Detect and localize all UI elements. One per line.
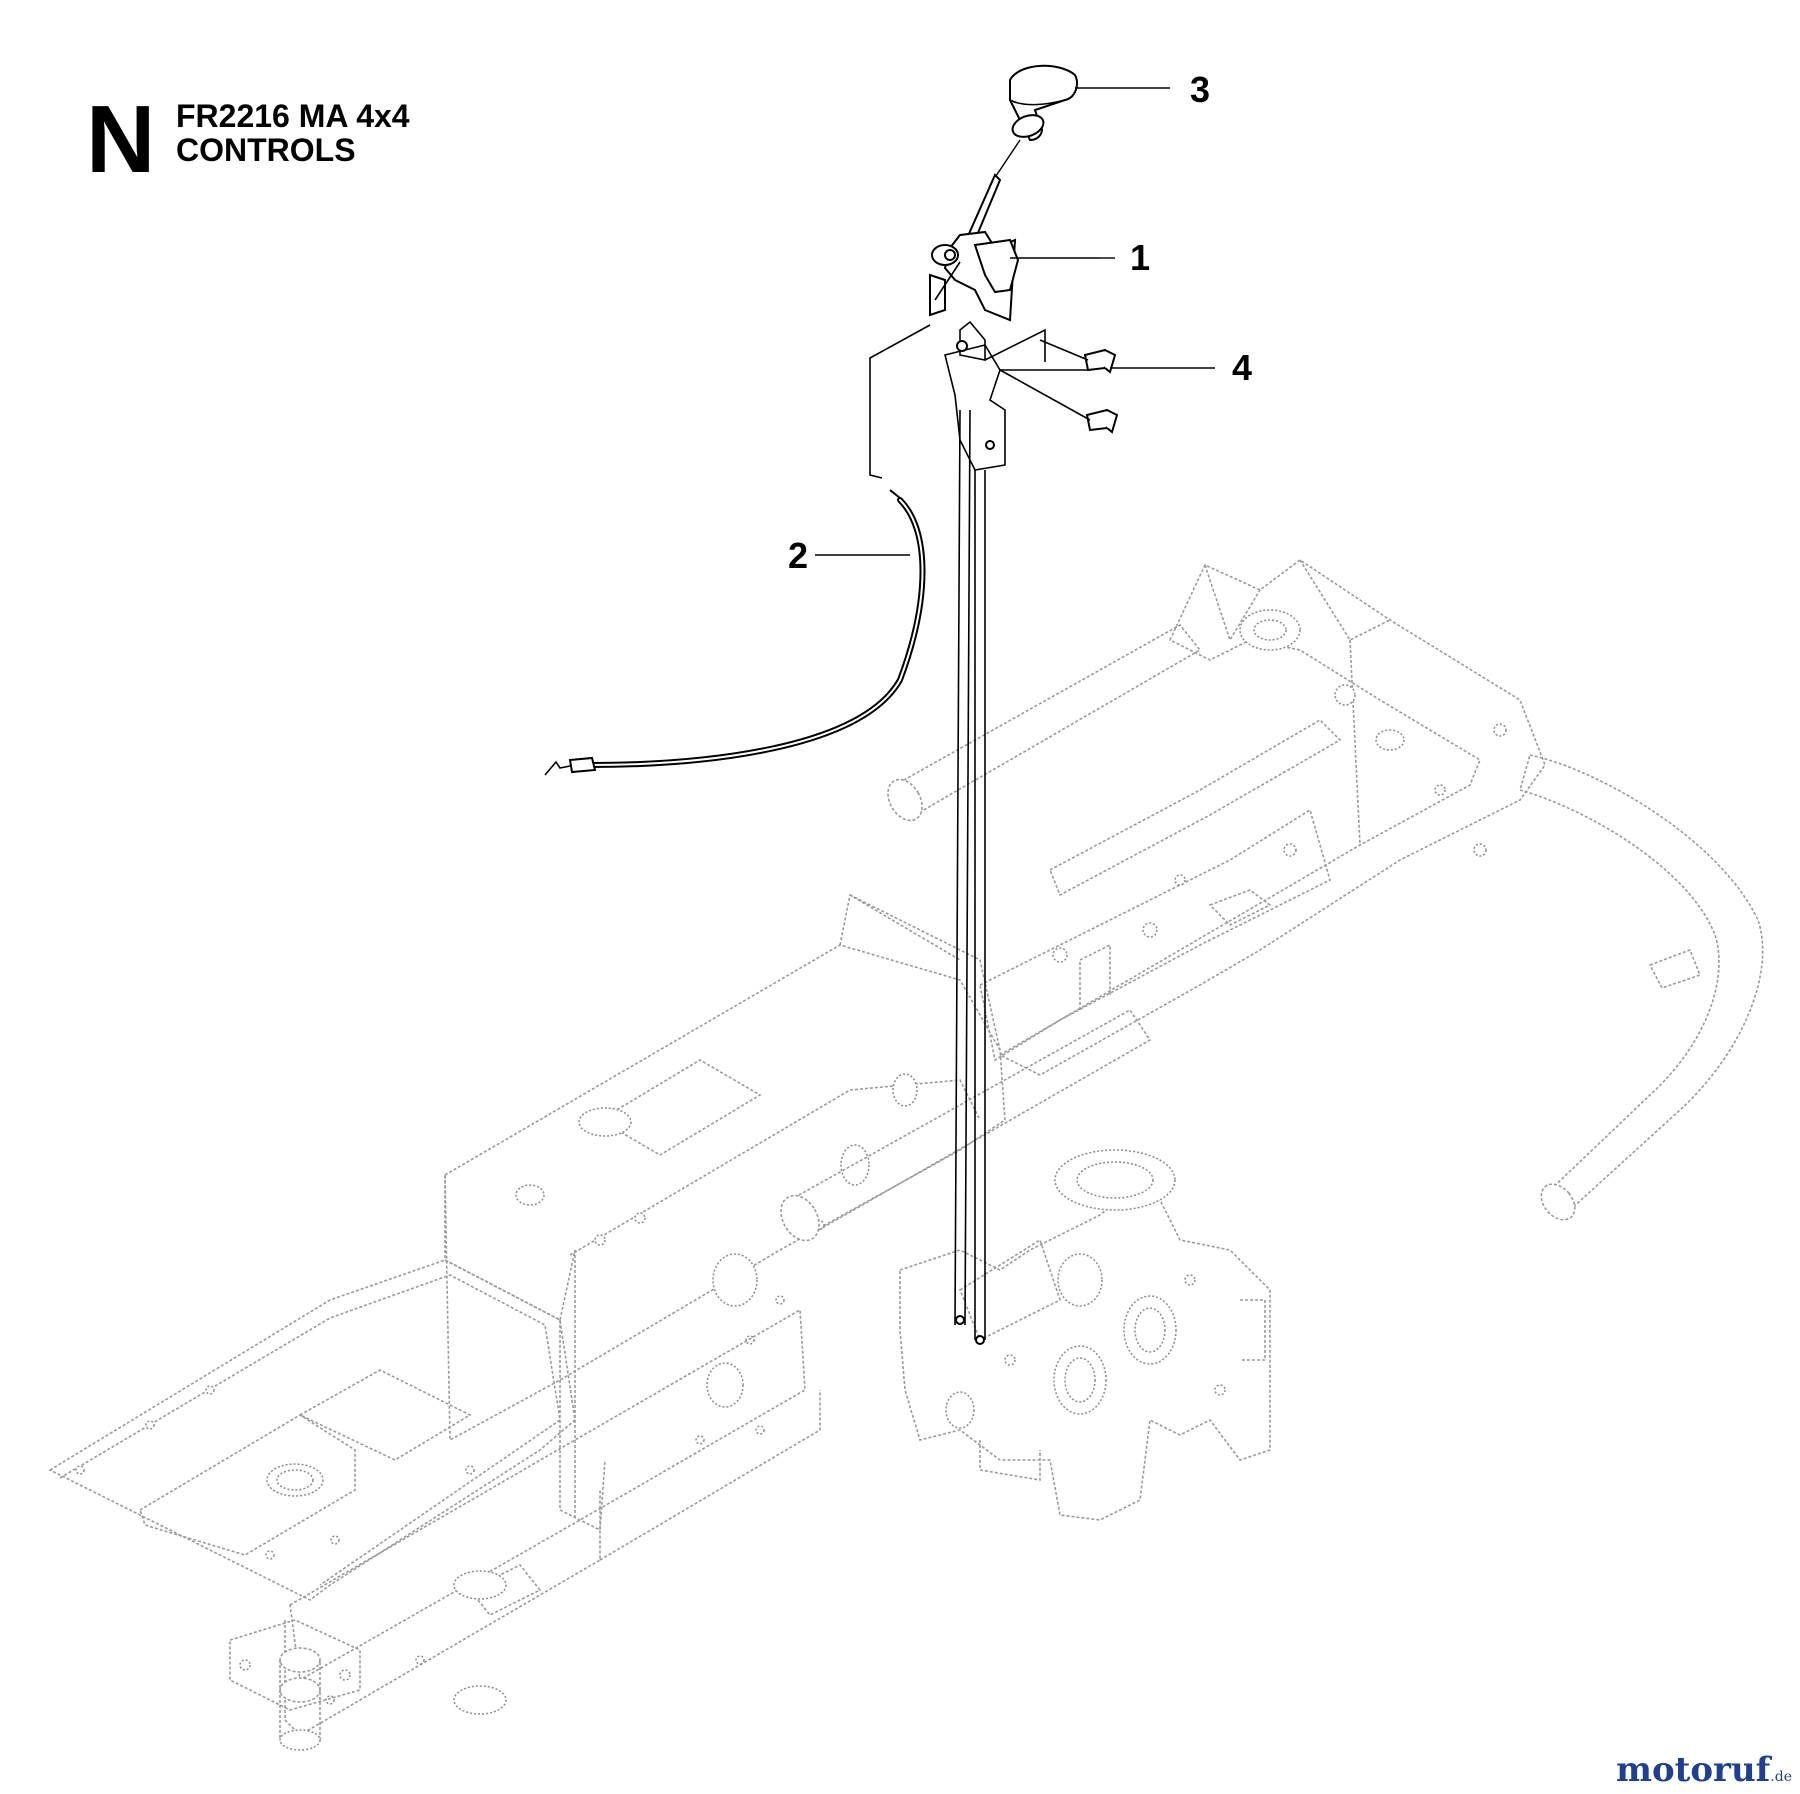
callout-3: 3 [1190,69,1211,110]
linkage-rod [954,409,986,1345]
callout-4: 4 [1232,347,1253,388]
bolt-part [1039,339,1117,374]
throttle-cable-part [544,324,931,776]
watermark-brand: motoruf [1616,1750,1771,1790]
section-letter: N [86,86,156,193]
control-parts [544,64,1119,1345]
title-block: FR2216 MA 4x4 CONTROLS [176,98,410,168]
lever-assembly-part [929,173,1020,322]
callout-2: 2 [788,535,809,576]
lever-knob-part [1009,64,1078,142]
mounting-bracket-part [944,320,1046,471]
watermark-logo: motoruf.de [1616,1750,1792,1790]
watermark-tld: .de [1770,1769,1792,1785]
tractor-frame [48,559,1764,1751]
model-title: FR2216 MA 4x4 [176,98,410,134]
leader-lines [815,87,1215,556]
bolt-part [999,369,1119,434]
callout-1: 1 [1130,237,1151,278]
section-title: CONTROLS [176,131,356,168]
